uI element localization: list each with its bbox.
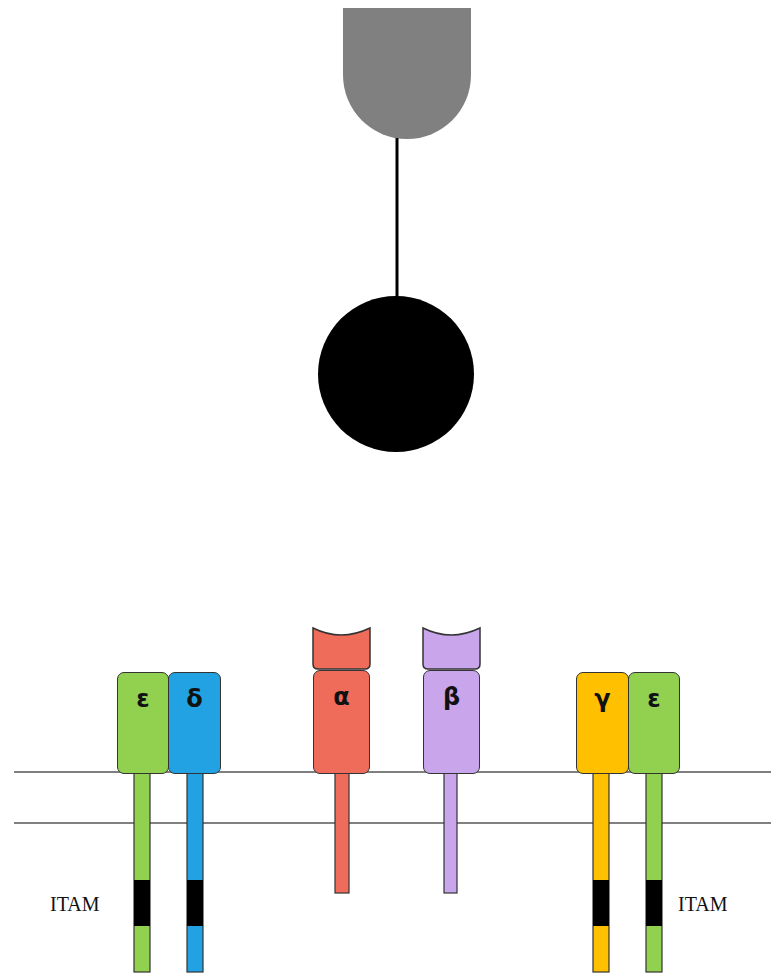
itam-label: ITAM: [678, 893, 728, 916]
alpha-variable-domain: [313, 628, 370, 669]
tcr-beta-chain: β: [423, 670, 480, 774]
itam-segments: [134, 880, 662, 926]
chain-label: α: [314, 671, 369, 711]
itam-label: ITAM: [50, 893, 100, 916]
beta-variable-domain: [423, 628, 480, 669]
chain-label: γ: [577, 673, 628, 713]
black-circle: [318, 296, 474, 452]
cd3-epsilon-chain: ε: [117, 672, 169, 774]
chain-label: β: [424, 671, 479, 711]
cd3-gamma-chain: γ: [576, 672, 629, 774]
cd3-delta-chain: δ: [168, 672, 221, 774]
tcr-alpha-chain: α: [313, 670, 370, 774]
chain-label: ε: [118, 673, 168, 713]
tether-line: [396, 138, 399, 300]
grey-ligand: [343, 8, 471, 139]
cd3-epsilon-chain: ε: [628, 672, 680, 774]
chain-label: ε: [629, 673, 679, 713]
cytoplasmic-tails: [134, 772, 662, 972]
chain-label: δ: [169, 673, 220, 713]
